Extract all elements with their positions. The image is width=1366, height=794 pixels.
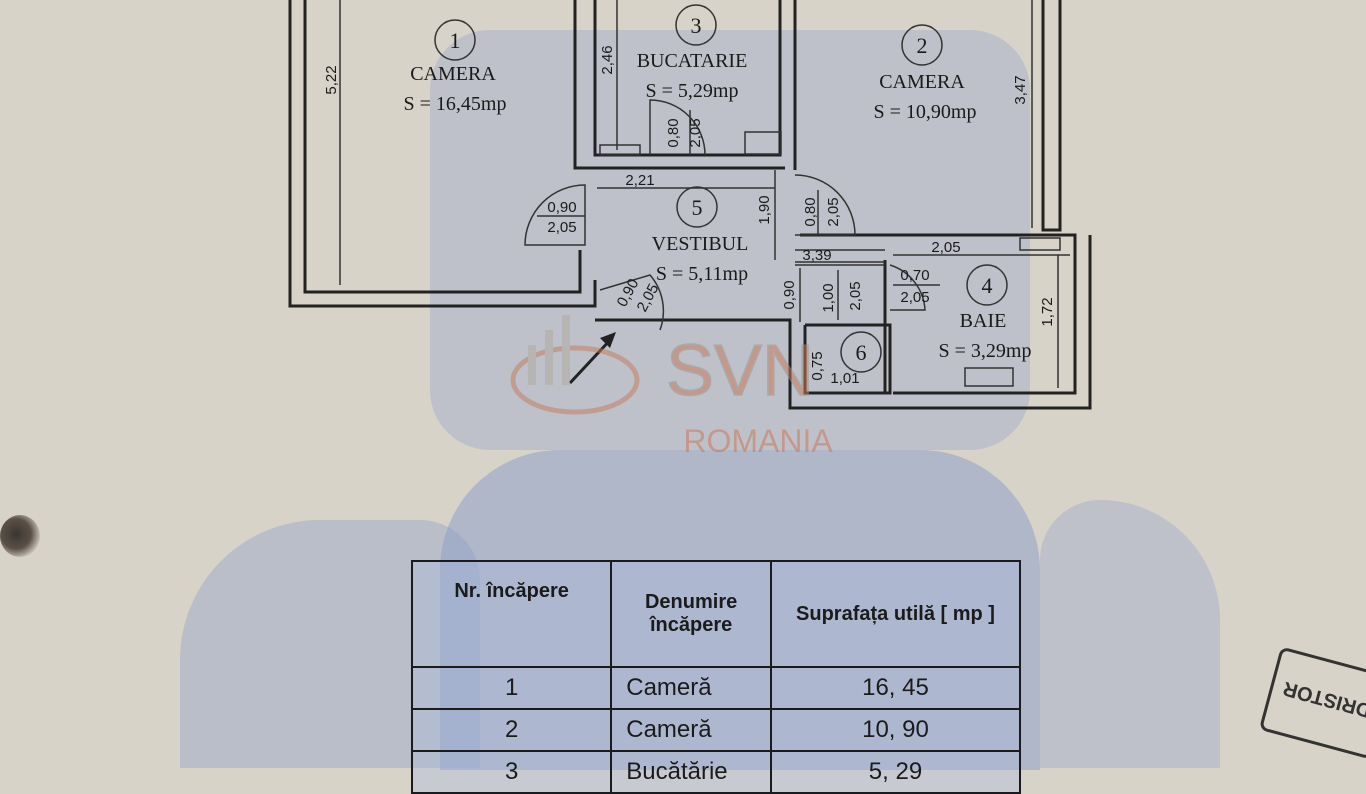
room-number: 2 [917, 33, 928, 58]
door-swing [889, 264, 926, 311]
room-nr-cell: 2 [410, 708, 613, 752]
room-table: Nr. încăpere Denumire încăpere Suprafața… [410, 560, 1022, 794]
fixture [964, 367, 1014, 387]
room-area-cell: 10, 90 [769, 708, 1022, 752]
room-name-cell: Cameră [610, 708, 772, 752]
room-number-circle [966, 264, 1008, 306]
room-name: CAMERA [410, 63, 496, 85]
outer-wall [595, 235, 1092, 410]
dimension-label: 5,22 [323, 65, 340, 94]
outer-wall [1041, 0, 1062, 232]
watermark-brand: SVN [666, 331, 814, 411]
floor-plan: 1 2 3 4 5 6 CAMERA S = 16,45mp CAMERA S … [288, 0, 1092, 459]
room-area: S = 10,90mp [874, 101, 977, 123]
table-row: 2 Cameră 10, 90 [410, 708, 1022, 752]
fixture [599, 144, 641, 156]
room-name: VESTIBUL [652, 233, 749, 255]
dimension-label: 1,72 [1039, 297, 1056, 326]
watermark-country: ROMANIA [683, 423, 833, 459]
dimension-label: 3,47 [1012, 75, 1029, 104]
door-height: 2,05 [900, 289, 929, 306]
room-area: S = 3,29mp [939, 340, 1032, 362]
dimension-label: 1,01 [830, 370, 859, 387]
door-swing [649, 99, 706, 156]
shadow-region [1040, 500, 1220, 768]
dimension-label: 2,05 [931, 239, 960, 256]
dimension-label: 2,46 [599, 45, 616, 74]
room-number: 4 [982, 273, 993, 298]
outer-wall [288, 0, 597, 308]
outer-wall [800, 233, 1077, 395]
dimension-label: 1,90 [756, 195, 773, 224]
door-width: 0,80 [802, 197, 819, 226]
room-number-circle [675, 4, 717, 46]
room-number: 5 [692, 195, 703, 220]
watermark-logo [510, 315, 640, 415]
dimension-label: 0,75 [809, 351, 826, 380]
outer-wall [303, 0, 582, 294]
room-name-cell: Cameră [610, 666, 772, 710]
dimension-label: 2,21 [625, 172, 654, 189]
room-name: CAMERA [879, 71, 965, 93]
punch-hole [0, 515, 40, 557]
room-area: S = 5,29mp [646, 80, 739, 102]
entrance-arrowhead-icon [600, 332, 616, 348]
room-number: 3 [691, 13, 702, 38]
room-area: S = 5,11mp [656, 263, 748, 285]
table-header-row: Nr. încăpere Denumire încăpere Suprafața… [410, 560, 1022, 668]
room-nr-cell: 1 [410, 666, 613, 710]
room-name: BAIE [960, 310, 1007, 332]
door-height: 2,05 [847, 281, 864, 310]
room-number: 6 [856, 340, 867, 365]
room-number-circle [901, 24, 943, 66]
dimension-label: 1,00 [820, 283, 837, 312]
room-nr-cell: 3 [410, 750, 613, 794]
room-name: BUCATARIE [637, 50, 748, 72]
room-number: 1 [450, 28, 461, 53]
door-height: 2,05 [687, 118, 704, 147]
dimension-label: 0,90 [781, 280, 798, 309]
inner-wall [803, 323, 892, 395]
dimension-label: 3,39 [802, 247, 831, 264]
stamp-text: DRISTOR [1280, 676, 1366, 722]
outer-wall [573, 0, 785, 170]
table-header: Suprafața utilă [ mp ] [769, 560, 1022, 668]
room-number-circle [676, 186, 718, 228]
door-height: 2,05 [825, 197, 842, 226]
door-width: 0,90 [547, 199, 576, 216]
room-name-cell: Bucătărie [610, 750, 772, 794]
room-number-circle [840, 331, 882, 373]
door-swing [599, 274, 665, 331]
fixture [744, 131, 782, 155]
room-number-circle [434, 19, 476, 61]
room-area: S = 16,45mp [404, 93, 507, 115]
entrance-arrow-icon [568, 336, 614, 385]
room-area-cell: 16, 45 [769, 666, 1022, 710]
door-width: 0,70 [900, 267, 929, 284]
door-swing [794, 174, 856, 236]
table-header: Nr. încăpere [410, 560, 613, 668]
table-header: Denumire încăpere [610, 560, 772, 668]
door-width: 0,80 [665, 118, 682, 147]
table-row: 3 Bucătărie 5, 29 [410, 750, 1022, 794]
table-row: 1 Cameră 16, 45 [410, 666, 1022, 710]
outer-wall [593, 0, 782, 157]
room-area-cell: 5, 29 [769, 750, 1022, 794]
door-height: 2,05 [547, 219, 576, 236]
door-swing [524, 184, 586, 246]
fixture [1019, 237, 1061, 251]
